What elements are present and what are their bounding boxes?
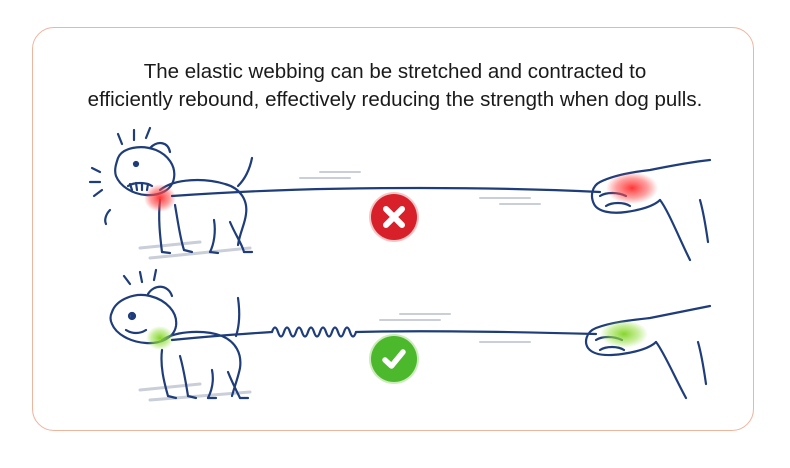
correct-badge: [371, 336, 417, 382]
hand-pain-glow: [606, 172, 658, 204]
neck-relief-glow: [146, 326, 174, 350]
caption-line-1: The elastic webbing can be stretched and…: [143, 60, 647, 83]
relaxed-dog: [109, 268, 252, 402]
hand-bottom: [585, 304, 712, 400]
elastic-leash: [170, 313, 598, 343]
neck-pain-glow: [144, 184, 176, 212]
hand-top: [590, 158, 712, 262]
hand-relief-glow: [600, 320, 648, 348]
caption-line-2: efficiently rebound, effectively reducin…: [87, 88, 703, 111]
cross-icon: [383, 206, 405, 228]
plain-leash: [170, 186, 602, 198]
caption: The elastic webbing can be stretched and…: [40, 58, 750, 114]
check-icon: [382, 349, 406, 369]
incorrect-badge: [371, 194, 417, 240]
